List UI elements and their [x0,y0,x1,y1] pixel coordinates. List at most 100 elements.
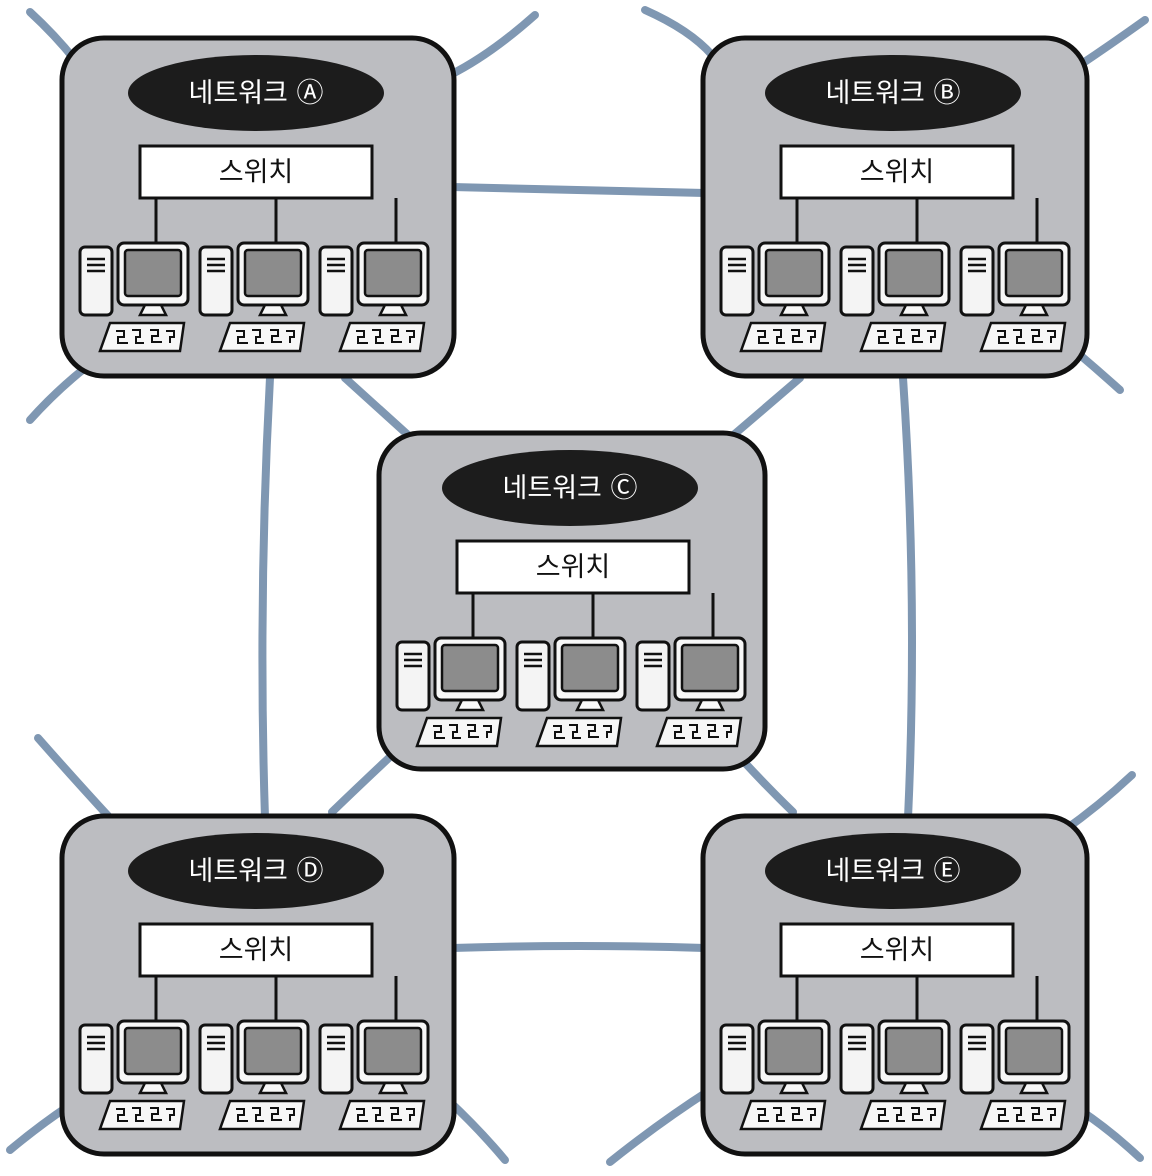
keyboard-icon [98,321,186,353]
keyboard-icon [859,1099,947,1131]
monitor-icon [997,241,1071,317]
computer-icon [635,636,747,748]
pc-tower-icon [78,245,114,317]
external-link [26,8,79,64]
switch-box [779,144,1015,200]
links-layer [6,6,1149,1166]
link-a-c [341,374,412,439]
switch-box [138,922,374,978]
pc-tower-icon [719,1023,755,1095]
external-link [444,1096,509,1164]
external-link [606,1086,714,1166]
external-link [26,364,89,424]
external-link [1076,16,1149,69]
external-link [446,11,539,79]
monitor-icon [553,636,627,712]
link-b-e [899,374,916,822]
keyboard-icon [218,1099,306,1131]
monitor-icon [877,241,951,317]
link-c-d [328,751,396,816]
monitor-icon [757,1019,831,1095]
computer-icon [395,636,507,748]
network-name-pill [765,833,1021,909]
switch-box [779,922,1015,978]
link-a-d [258,374,274,822]
computer-icon [198,1019,310,1131]
switch-label: 스위치 [860,935,935,966]
keyboard-icon [859,321,947,353]
keyboard-icon [979,1099,1067,1131]
pc-tower-icon [515,640,551,712]
network-name-pill [128,833,384,909]
switch-label: 스위치 [219,935,294,966]
network-name: 네트워크 Ⓒ [503,473,638,504]
network-name-pill [442,450,698,526]
pc-tower-icon [318,245,354,317]
network-a: 네트워크 Ⓐ 스위치 [59,35,457,379]
keyboard-icon [535,716,623,748]
pc-tower-icon [78,1023,114,1095]
computer-icon [318,1019,430,1131]
computer-icon [318,241,430,353]
keyboard-icon [739,321,827,353]
pc-tower-icon [719,245,755,317]
network-c: 네트워크 Ⓒ 스위치 [376,430,768,772]
keyboard-icon [98,1099,186,1131]
pc-tower-icon [839,245,875,317]
network-name-pill [128,55,384,131]
keyboard-icon [338,321,426,353]
pc-tower-icon [635,640,671,712]
network-name: 네트워크 Ⓓ [189,856,324,887]
pc-tower-icon [959,245,995,317]
computer-icon [959,1019,1071,1131]
monitor-icon [236,241,310,317]
switch-label: 스위치 [536,552,611,583]
pc-tower-icon [839,1023,875,1095]
computer-icon [959,241,1071,353]
computer-icon [839,1019,951,1131]
monitor-icon [356,1019,430,1095]
switch-label: 스위치 [219,157,294,188]
external-link [641,6,716,59]
switch-label: 스위치 [860,157,935,188]
external-link [34,734,114,822]
keyboard-icon [218,321,306,353]
switch-box [138,144,374,200]
keyboard-icon [655,716,743,748]
monitor-icon [356,241,430,317]
pc-tower-icon [198,1023,234,1095]
pc-tower-icon [318,1023,354,1095]
network-name: 네트워크 Ⓔ [826,856,961,887]
pc-tower-icon [198,245,234,317]
monitor-icon [757,241,831,317]
monitor-icon [116,1019,190,1095]
keyboard-icon [338,1099,426,1131]
computer-icon [719,241,831,353]
network-d: 네트워크 Ⓓ 스위치 [59,813,457,1157]
computer-icon [78,241,190,353]
monitor-icon [877,1019,951,1095]
keyboard-icon [415,716,503,748]
pc-tower-icon [959,1023,995,1095]
computer-icon [515,636,627,748]
monitor-icon [236,1019,310,1095]
keyboard-icon [979,321,1067,353]
keyboard-icon [739,1099,827,1131]
computer-icon [78,1019,190,1131]
network-name-pill [765,55,1021,131]
monitor-icon [116,241,190,317]
link-d-e [448,942,709,952]
link-b-c [726,374,804,442]
monitor-icon [673,636,747,712]
computer-icon [839,241,951,353]
external-link [1076,351,1124,394]
monitor-icon [997,1019,1071,1095]
link-a-b [448,183,709,197]
pc-tower-icon [395,640,431,712]
switch-box [455,539,691,595]
computer-icon [719,1019,831,1131]
network-name: 네트워크 Ⓐ [189,78,324,109]
